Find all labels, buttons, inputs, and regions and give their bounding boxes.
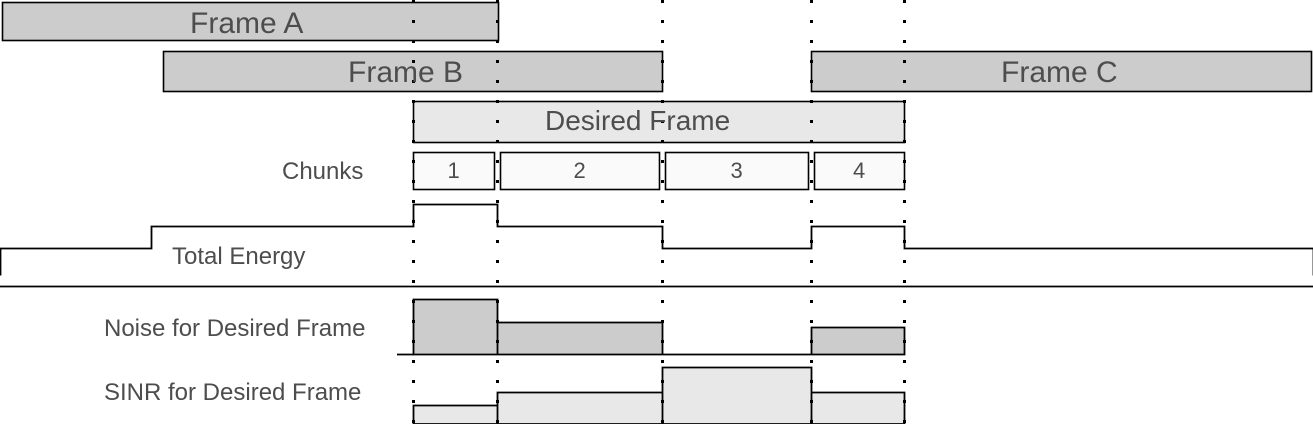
frame-bars-group [1,1,1313,93]
frame-bar-frame-c [810,50,1313,93]
total-energy-label: Total Energy [172,243,306,270]
chunk-box-4 [813,151,906,191]
noise-staircase [412,298,906,356]
chunk-label-1: 1 [447,158,460,183]
total-energy-curve-group [0,203,1313,276]
chunk-box-2 [499,151,661,191]
sinr-staircase [412,366,906,424]
desired-frame-label: Desired Frame [545,105,731,136]
chunk-label-4: 4 [853,158,866,183]
chunk-label-2: 2 [573,158,586,183]
frame-bar-frame-b [162,50,664,93]
chunk-boxes-group [412,151,906,191]
chunk-label-3: 3 [730,158,743,183]
noise-profile-group [397,298,906,356]
noise-label: Noise for Desired Frame [104,315,366,342]
total-energy-curve [0,203,1313,276]
frame-label-frame-a: Frame A [190,7,304,40]
chunk-box-3 [664,151,810,191]
frame-bar-frame-a [1,1,500,42]
frame-label-frame-c: Frame C [1001,56,1118,89]
chunks-row-label: Chunks [282,158,364,185]
chunk-box-1 [412,151,496,191]
sinr-profile-group [412,366,906,424]
sinr-label: SINR for Desired Frame [104,379,362,406]
frame-label-frame-b: Frame B [348,56,464,89]
